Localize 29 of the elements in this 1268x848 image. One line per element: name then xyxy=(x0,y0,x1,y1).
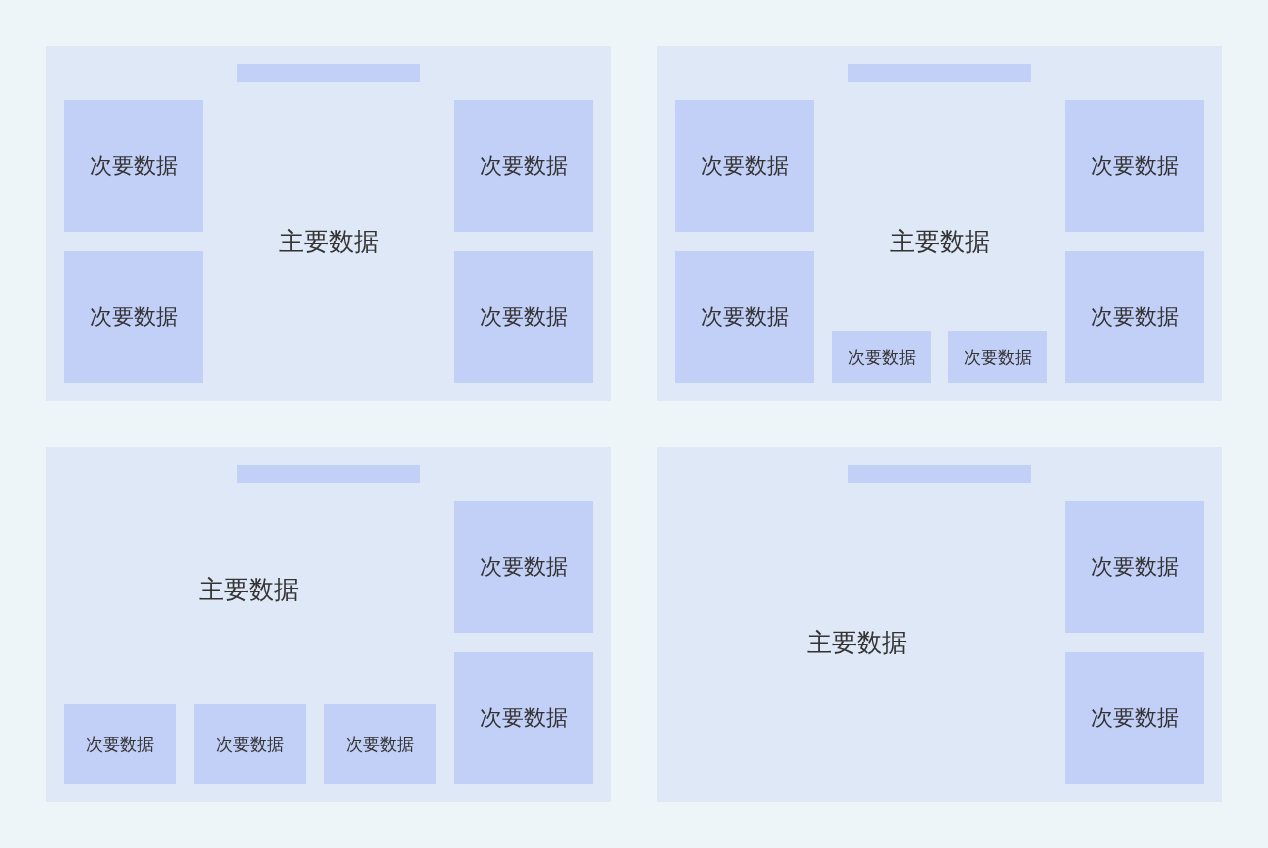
secondary-data-tile: 次要数据 xyxy=(64,704,176,784)
secondary-data-tile: 次要数据 xyxy=(64,251,203,383)
title-bar-placeholder xyxy=(237,465,420,483)
secondary-data-tile: 次要数据 xyxy=(194,704,306,784)
secondary-data-tile: 次要数据 xyxy=(454,100,593,232)
title-bar-placeholder xyxy=(848,465,1031,483)
layout-panel xyxy=(46,46,611,401)
secondary-data-tile: 次要数据 xyxy=(1065,251,1204,383)
layout-panel xyxy=(657,447,1222,802)
main-data-label: 主要数据 xyxy=(279,227,379,257)
secondary-data-tile: 次要数据 xyxy=(675,100,814,232)
title-bar-placeholder xyxy=(848,64,1031,82)
secondary-data-tile: 次要数据 xyxy=(1065,100,1204,232)
secondary-data-tile: 次要数据 xyxy=(1065,652,1204,784)
layout-panel xyxy=(46,447,611,802)
secondary-data-tile: 次要数据 xyxy=(324,704,436,784)
secondary-data-tile: 次要数据 xyxy=(1065,501,1204,633)
main-data-label: 主要数据 xyxy=(807,628,907,658)
title-bar-placeholder xyxy=(237,64,420,82)
secondary-data-tile: 次要数据 xyxy=(454,652,593,784)
layout-panel xyxy=(657,46,1222,401)
secondary-data-tile: 次要数据 xyxy=(454,251,593,383)
secondary-data-tile: 次要数据 xyxy=(675,251,814,383)
secondary-data-tile: 次要数据 xyxy=(454,501,593,633)
secondary-data-tile: 次要数据 xyxy=(948,331,1047,383)
secondary-data-tile: 次要数据 xyxy=(832,331,931,383)
main-data-label: 主要数据 xyxy=(199,575,299,605)
main-data-label: 主要数据 xyxy=(890,227,990,257)
secondary-data-tile: 次要数据 xyxy=(64,100,203,232)
